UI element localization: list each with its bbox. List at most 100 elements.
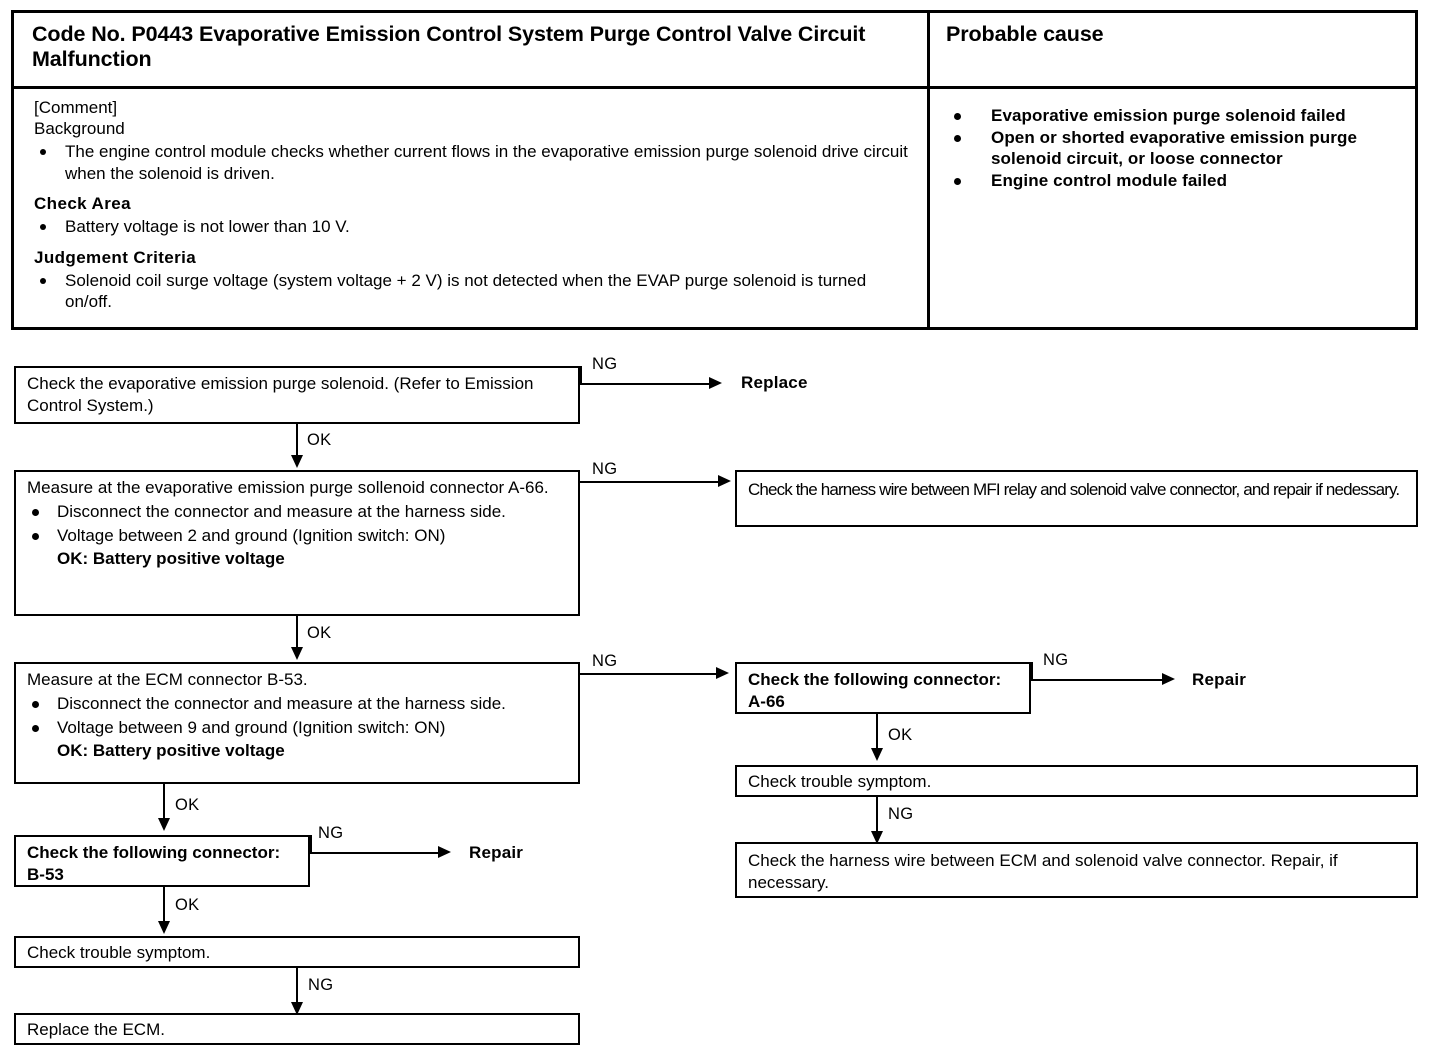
table-vertical-divider [927,13,930,327]
step3-ng-connector [580,673,720,675]
table-horizontal-divider [14,86,1415,89]
judgement-criteria-list: Solenoid coil surge voltage (system volt… [34,270,915,313]
judgement-item-text: Solenoid coil surge voltage (system volt… [65,270,867,312]
list-item: The engine control module checks whether… [34,141,915,184]
b53-ng-riser [310,835,312,853]
flow-box-measure-at-a66: Measure at the evaporative emission purg… [14,470,580,616]
probable-cause-text: Evaporative emission purge solenoid fail… [991,106,1346,125]
step2-ng-arrowhead [718,475,731,487]
check-area-item-text: Battery voltage is not lower than 10 V. [65,217,350,236]
probable-cause-list: Evaporative emission purge solenoid fail… [948,105,1410,191]
left-symptom-ng-arrowhead [291,1002,303,1015]
right-symptom-ng-line [876,797,878,837]
flow-box-text: Check the harness wire between ECM and s… [748,851,1338,892]
check-area-list: Battery voltage is not lower than 10 V. [34,216,915,238]
table-header-left-cell: Code No. P0443 Evaporative Emission Cont… [14,13,927,86]
bullet-icon [32,701,39,708]
dtc-info-table: Code No. P0443 Evaporative Emission Cont… [11,10,1418,330]
list-item: Voltage between 2 and ground (Ignition s… [27,524,572,571]
step1-ng-riser [580,366,582,384]
flow-box-right-check-trouble-symptom: Check trouble symptom. [735,765,1418,797]
list-item: Engine control module failed [948,170,1410,192]
dtc-code-title: Code No. P0443 Evaporative Emission Cont… [32,22,866,71]
flow-box-item-text: Voltage between 2 and ground (Ignition s… [57,525,446,545]
b53-ng-connector [310,852,440,854]
bullet-icon [32,509,39,516]
step3-ng-arrowhead [716,667,729,679]
flow-box-replace-ecm: Replace the ECM. [14,1013,580,1045]
list-item: Disconnect the connector and measure at … [27,500,572,524]
a66-ng-riser [1031,662,1033,680]
b53-ok-line [163,887,165,927]
step3-ok-line [163,784,165,824]
step1-ng-connector [580,383,711,385]
step1-ok-arrowhead [291,455,303,468]
a66-ng-result-repair: Repair [1192,670,1247,689]
a66-ng-arrowhead [1162,673,1175,685]
flow-box-item-text: Disconnect the connector and measure at … [57,502,506,521]
step2-ok-label: OK [307,624,332,642]
list-item: Disconnect the connector and measure at … [27,692,572,716]
step2-ng-connector [580,481,722,483]
bullet-icon [40,224,46,230]
flow-box-ok-note: OK: Battery positive voltage [57,549,285,568]
bullet-icon [954,177,961,185]
a66-ng-connector [1031,679,1164,681]
step1-ng-label: NG [592,355,618,373]
step1-ng-result-replace: Replace [741,373,808,392]
list-item: Battery voltage is not lower than 10 V. [34,216,915,238]
probable-cause-title: Probable cause [946,22,1104,46]
flow-box-check-connector-a66: Check the following connector: A-66 [735,662,1031,714]
bullet-icon [954,134,961,142]
flow-box-ok-note: OK: Battery positive voltage [57,741,285,760]
table-header-right-cell: Probable cause [930,13,1418,86]
flow-box-text: Check the following connector: A-66 [748,670,1002,711]
background-item-text: The engine control module checks whether… [65,142,908,183]
step1-ng-arrowhead [709,377,722,389]
flow-box-check-mfi-harness: Check the harness wire between MFI relay… [735,470,1418,527]
b53-ng-result-repair: Repair [469,843,524,862]
left-symptom-ng-label: NG [308,976,334,994]
step1-ok-line [296,424,298,461]
background-list: The engine control module checks whether… [34,141,915,184]
flow-box-list: Disconnect the connector and measure at … [27,692,572,763]
bullet-icon [32,724,39,732]
b53-ok-arrowhead [158,921,170,934]
flow-box-check-purge-solenoid: Check the evaporative emission purge sol… [14,366,580,424]
a66-ok-arrowhead [871,748,883,761]
a66-ok-label: OK [888,726,913,744]
flow-box-check-connector-b53: Check the following connector: B-53 [14,835,310,887]
flow-box-check-ecm-harness: Check the harness wire between ECM and s… [735,842,1418,898]
judgement-criteria-label: Judgement Criteria [34,247,197,267]
right-symptom-ng-label: NG [888,805,914,823]
right-symptom-ng-arrowhead [871,831,883,844]
list-item: Evaporative emission purge solenoid fail… [948,105,1410,127]
table-body-left-cell: [Comment] Background The engine control … [14,89,927,313]
list-item: Solenoid coil surge voltage (system volt… [34,270,915,313]
flow-box-list: Disconnect the connector and measure at … [27,500,572,571]
b53-ng-label: NG [318,824,344,842]
flow-box-text: Check trouble symptom. [27,943,211,962]
flow-box-item-text: Disconnect the connector and measure at … [57,694,506,713]
flow-box-title: Measure at the ECM connector B-53. [27,670,308,689]
probable-cause-text: Engine control module failed [991,170,1228,190]
background-label: Background [34,119,125,138]
probable-cause-text: Open or shorted evaporative emission pur… [991,127,1358,169]
table-body-right-cell: Evaporative emission purge solenoid fail… [930,89,1418,191]
list-item: Voltage between 9 and ground (Ignition s… [27,716,572,763]
flow-box-text: Check the harness wire between MFI relay… [748,480,1400,499]
bullet-icon [40,149,46,155]
flow-box-title: Measure at the evaporative emission purg… [27,478,549,497]
step3-ok-label: OK [175,796,200,814]
step2-ok-line [296,616,298,653]
bullet-icon [954,113,961,120]
a66-ng-label: NG [1043,651,1069,669]
left-symptom-ng-line [296,968,298,1008]
bullet-icon [32,532,39,540]
step1-ok-label: OK [307,431,332,449]
step2-ok-arrowhead [291,647,303,660]
flow-box-left-check-trouble-symptom: Check trouble symptom. [14,936,580,968]
check-area-label: Check Area [34,194,131,213]
